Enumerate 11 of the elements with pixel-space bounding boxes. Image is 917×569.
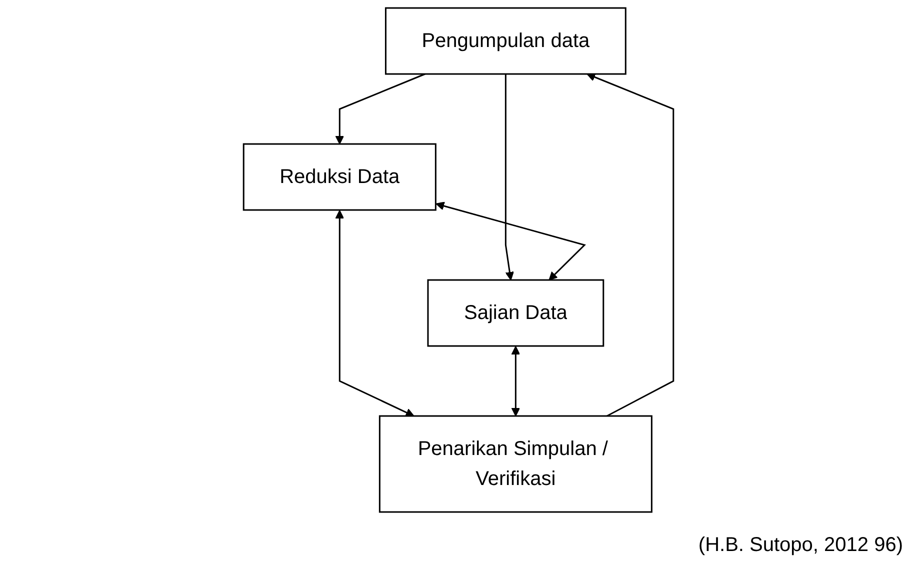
node-box: Pengumpulan data (384, 7, 626, 75)
node-box: Sajian Data (427, 279, 604, 347)
node-box: Reduksi Data (242, 143, 436, 211)
arrow (335, 210, 414, 417)
arrow (586, 72, 674, 417)
citation-caption: (H.B. Sutopo, 2012 96) (698, 534, 903, 557)
arrow (511, 346, 520, 416)
arrow (436, 202, 586, 280)
node-box: Penarikan Simpulan / Verifikasi (378, 415, 652, 513)
arrow (335, 73, 426, 144)
arrow (504, 74, 514, 280)
